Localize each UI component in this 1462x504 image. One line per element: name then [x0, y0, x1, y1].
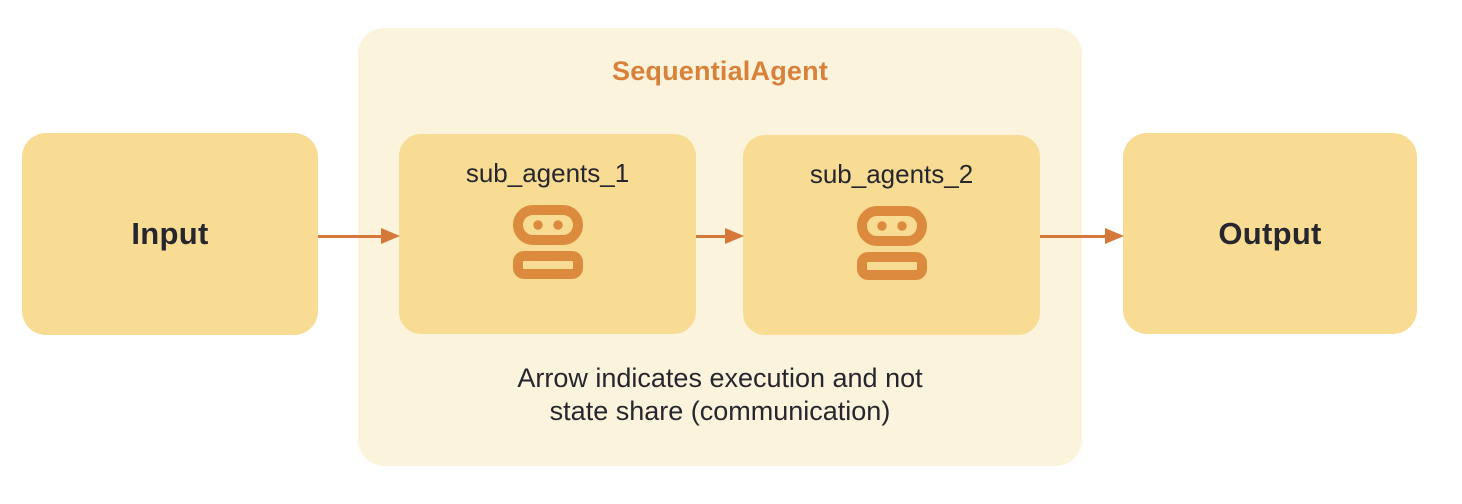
input-node-label: Input [131, 216, 209, 251]
sub-agent-node-1: sub_agents_1 [399, 134, 696, 334]
arrow-shaft [1040, 234, 1105, 238]
arrow-head-icon [725, 228, 744, 244]
input-node: Input [22, 133, 318, 335]
sequential-agent-title: SequentialAgent [611, 56, 829, 86]
arrow-head-icon [381, 228, 400, 244]
arrow-shaft [696, 234, 725, 238]
caption: Arrow indicates execution and not state … [358, 362, 1082, 428]
flow-arrow-sub1-to-sub2 [696, 228, 744, 244]
sub-agent-2-label: sub_agents_2 [809, 159, 974, 189]
caption-line-2: state share (communication) [549, 395, 891, 426]
robot-icon [856, 206, 927, 280]
sub-agent-node-2: sub_agents_2 [743, 135, 1040, 335]
arrow-head-icon [1105, 228, 1124, 244]
flow-arrow-input-to-sub1 [318, 228, 400, 244]
robot-icon [512, 205, 583, 279]
output-node-label: Output [1218, 215, 1322, 251]
output-node: Output [1123, 133, 1417, 334]
flow-arrow-sub2-to-output [1040, 228, 1124, 244]
arrow-shaft [318, 234, 381, 238]
sub-agent-1-label: sub_agents_1 [465, 158, 630, 188]
caption-line-1: Arrow indicates execution and not [517, 363, 923, 393]
